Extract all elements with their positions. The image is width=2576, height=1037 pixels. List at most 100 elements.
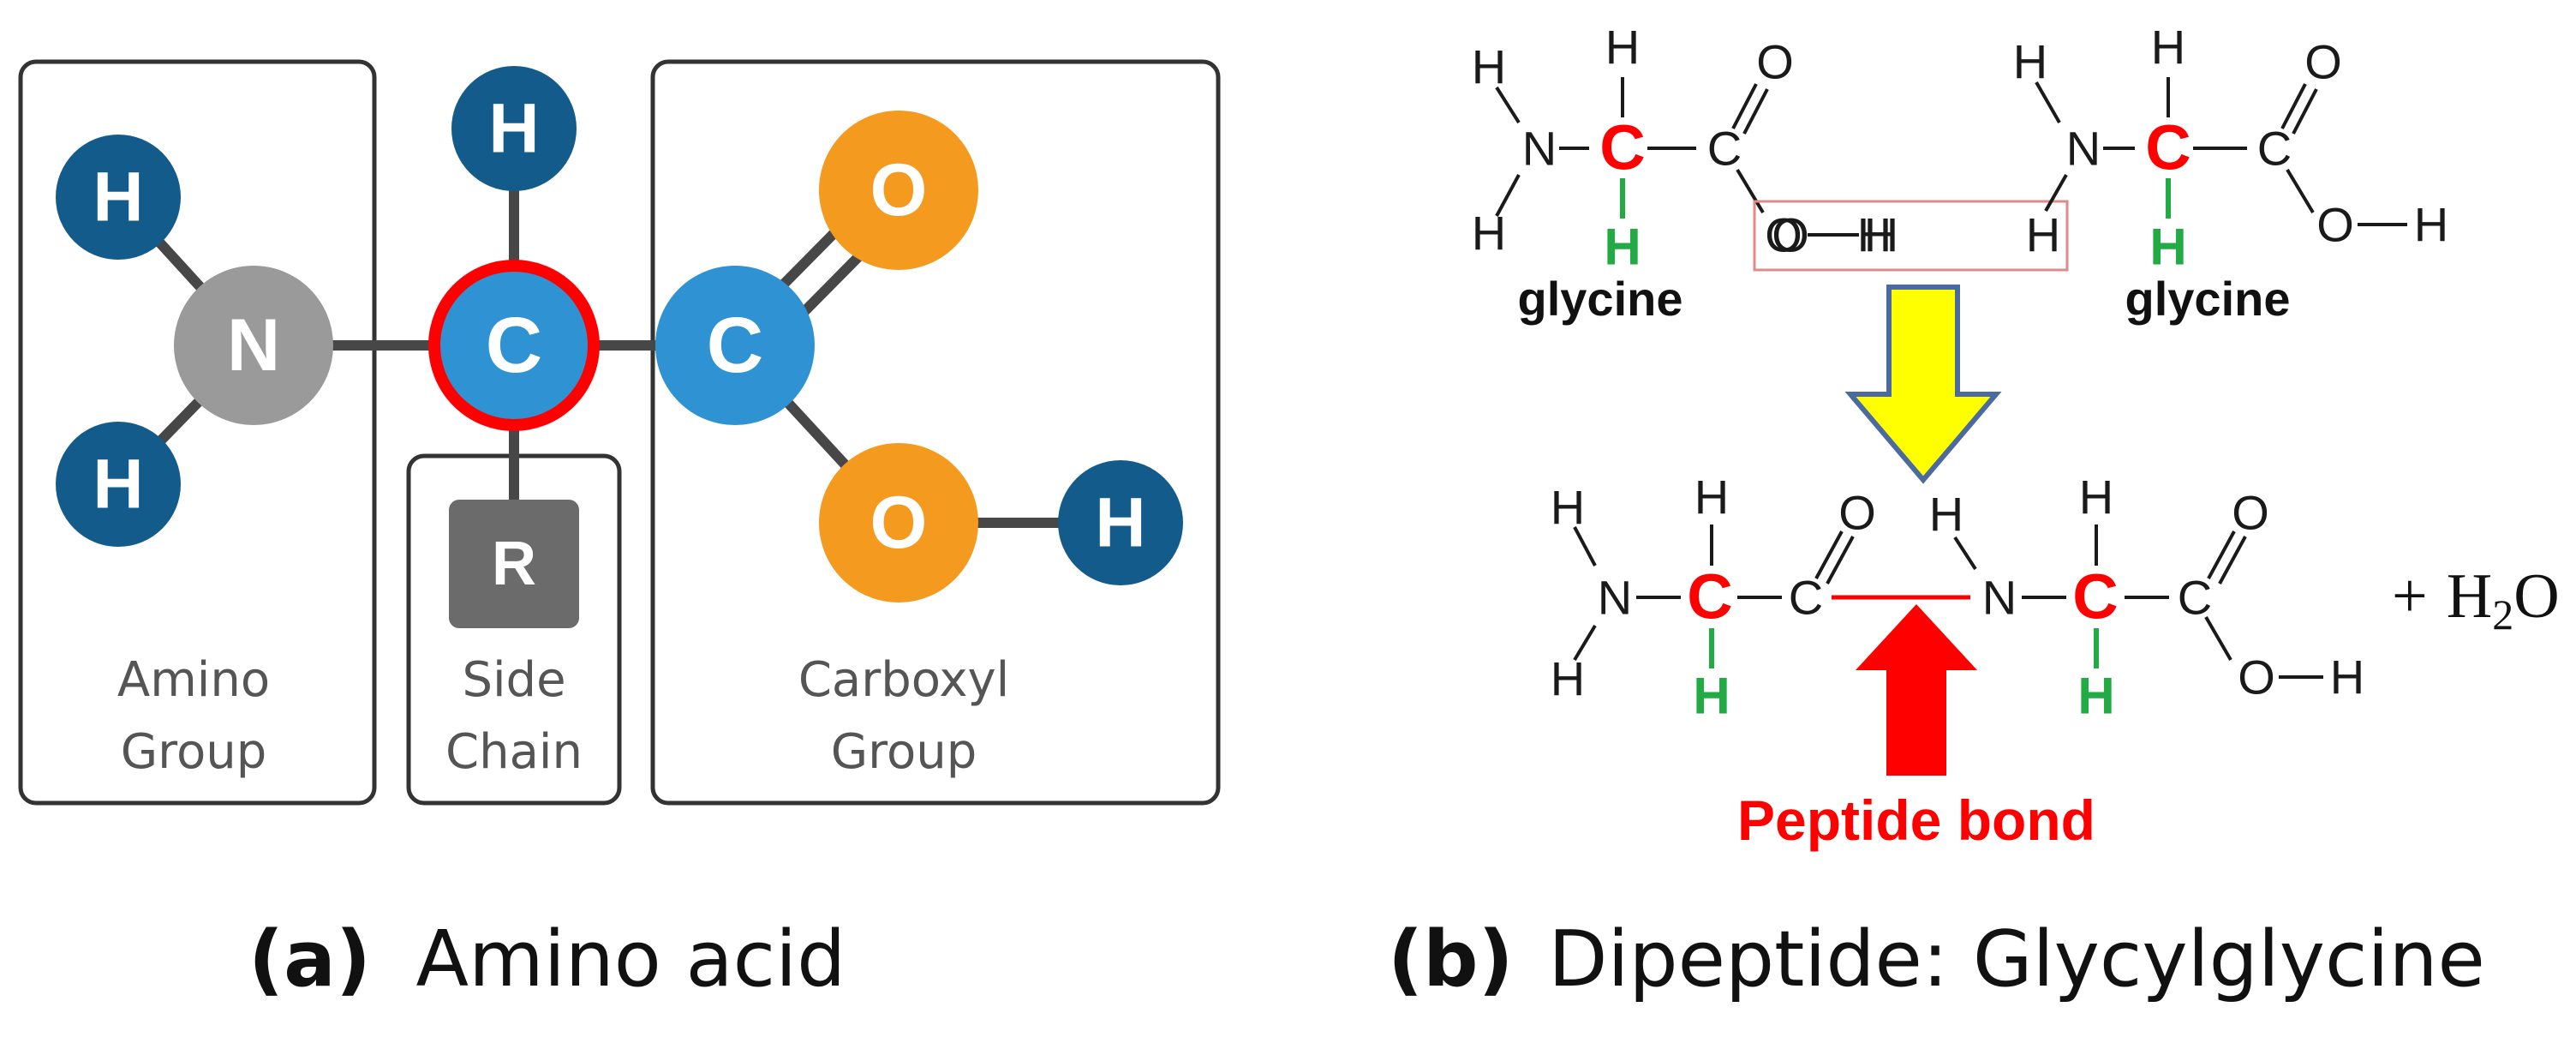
atom-h: H (2013, 35, 2047, 89)
bond (1495, 86, 1521, 124)
atom-c-alpha: C (2072, 561, 2118, 632)
caption-a-letter: (a) (248, 914, 371, 1004)
atom-h-green: H (1604, 219, 1641, 276)
atom-circle (819, 443, 978, 602)
reaction-arrow (1844, 285, 2002, 484)
caption-b-letter: (b) (1388, 914, 1514, 1004)
r-side-chain: R (449, 500, 579, 628)
bond (1742, 88, 1769, 135)
carboxyl-group-box (650, 59, 1221, 806)
atom-label: H (1095, 484, 1145, 562)
carboxyl-label-line1: Carboxyl (798, 652, 1009, 708)
bond (2044, 174, 2068, 212)
peptide-bond-label: Peptide bond (1737, 788, 2095, 852)
h-atom-top: H (451, 66, 577, 191)
glycine-2-structure: H N H C H C O O H glycine (2013, 21, 2448, 327)
bond (2292, 88, 2318, 135)
bond (2207, 530, 2236, 579)
water-h: H (2447, 561, 2492, 632)
caption-b: (b) Dipeptide: Glycylglycine (1388, 914, 2485, 1004)
atom-h-green: H (2077, 668, 2114, 725)
water-o: O (2513, 561, 2559, 632)
amino-label-line2: Group (121, 724, 267, 780)
bond (1736, 168, 1765, 214)
bond (1573, 624, 1597, 662)
h-atom-left-top: H (56, 135, 181, 260)
atom-n: N (1598, 571, 1632, 625)
atom-label: H (488, 90, 539, 168)
atom-o: O (2304, 35, 2342, 89)
atom-h: H (2079, 471, 2113, 524)
bond (2035, 81, 2061, 123)
caption-a: (a) Amino acid (248, 914, 846, 1004)
h-atom-left-bottom: H (56, 422, 181, 547)
atom-n: N (2066, 122, 2101, 176)
atom-o: O (1838, 486, 1876, 540)
atom-h: H (1472, 207, 1506, 261)
glycine-right-label: glycine (2125, 272, 2291, 326)
atom-c: C (1707, 122, 1742, 176)
bond (1731, 83, 1758, 129)
bond (2280, 83, 2307, 129)
atom-h: H (1605, 21, 1640, 75)
atom-o: O (1756, 35, 1794, 89)
bond (1573, 526, 1597, 566)
o-atom-top: O (819, 111, 978, 270)
caption-b-text: Dipeptide: Glycylglycine (1548, 914, 2485, 1004)
atom-c: C (1789, 571, 1823, 625)
atom-c-alpha: C (1599, 112, 1645, 183)
atom-h: H (1857, 208, 1892, 262)
bond (1826, 536, 1855, 584)
atom-label: N (227, 304, 280, 387)
side-chain-square (449, 500, 579, 628)
glycine-left-label: glycine (1518, 272, 1683, 326)
peptide-bond-arrow (1856, 604, 1977, 776)
atom-circle (451, 66, 577, 191)
atom-h: H (1694, 471, 1729, 524)
caption-a-text: Amino acid (416, 914, 846, 1004)
panel-b-dipeptide: H N H H C H C O O H glycine (1388, 21, 2560, 1005)
atom-label: C (486, 302, 542, 389)
bond (1814, 530, 1844, 579)
bond (1495, 174, 1521, 217)
atom-c: C (2178, 571, 2212, 625)
atom-circle (56, 422, 181, 547)
atom-label: H (93, 446, 143, 524)
atom-label: O (870, 482, 928, 564)
atom-o-box: O (1772, 208, 1809, 262)
atom-c-alpha: C (1687, 561, 1732, 632)
atom-label: C (707, 302, 763, 389)
atom-circle (655, 266, 815, 425)
c-carboxyl-atom: C (655, 266, 815, 425)
n-atom: N (174, 266, 333, 425)
atom-h: H (2330, 650, 2364, 704)
h-atom-right: H (1058, 460, 1183, 585)
carboxyl-label-line2: Group (831, 724, 977, 780)
water-removal-box (1753, 200, 2069, 272)
water-atoms: H (2026, 208, 2060, 262)
atom-label: R (492, 530, 536, 598)
amino-group-box (18, 59, 377, 806)
water-subscript: 2 (2492, 590, 2513, 638)
atom-c: C (2257, 122, 2292, 176)
atom-n: N (1982, 571, 2017, 625)
panel-a-amino-acid: H H H N C C O O (18, 59, 1221, 1004)
atom-circle (819, 111, 978, 270)
atom-circle (174, 266, 333, 425)
leaving-hydroxyl: O H (1772, 208, 1898, 262)
atom-label: O (870, 149, 928, 231)
plus-sign: + (2392, 561, 2428, 632)
atom-o: O (2232, 486, 2269, 540)
atom-h: H (1551, 652, 1585, 706)
side-label-line2: Chain (445, 724, 583, 780)
atom-h: H (1551, 481, 1585, 535)
o-atom-bottom: O (819, 443, 978, 602)
bond (2218, 536, 2247, 584)
c-alpha-atom: C (428, 260, 600, 431)
atom-h-green: H (1693, 668, 1730, 725)
atom-o: O (2238, 650, 2275, 704)
bond (1953, 536, 1977, 571)
glycine-1-structure: H N H H C H C O O H glycine (1472, 21, 1892, 327)
atom-o: O (1765, 208, 1802, 262)
